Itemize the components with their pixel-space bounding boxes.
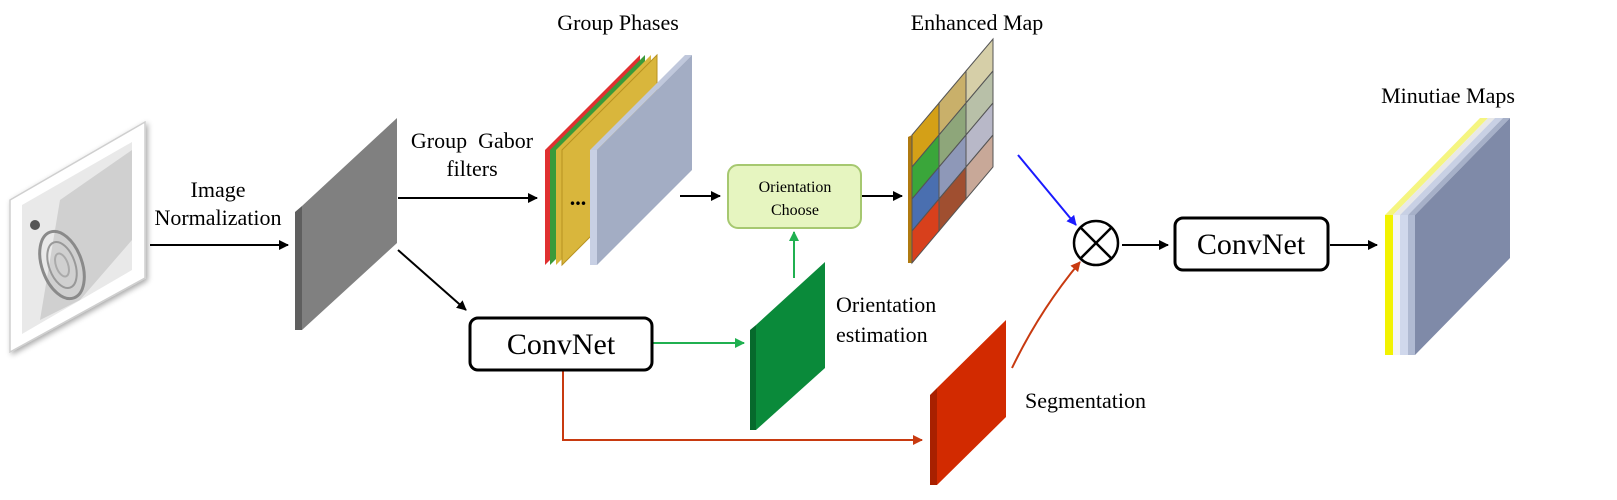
enhanced-map-edge: [908, 135, 912, 263]
orientation-estimation-block: [750, 262, 825, 430]
arrow-normalized-to-convnet: [397, 249, 467, 311]
arrow-enhanced-to-multiply: [1017, 154, 1077, 226]
segmentation-block: [930, 320, 1006, 485]
phases-ellipsis: ...: [570, 185, 587, 210]
orientation-choose-label-line1: Orientation: [759, 179, 832, 196]
arrow-segmentation-to-multiply: [1011, 261, 1081, 369]
convnet-lower-box: [468, 316, 654, 372]
group-gabor-label-line1: Group Gabor: [411, 128, 534, 153]
orientation-estimation-label-line2: estimation: [836, 322, 928, 347]
enhanced-map-grid: [908, 37, 994, 265]
orientation-choose-label-line2: Choose: [771, 202, 819, 219]
orientation-choose-box: [727, 164, 862, 229]
minutiae-maps-stack: [1385, 118, 1510, 355]
multiply-operator-icon: [1072, 219, 1120, 267]
minutiae-maps-label: Minutiae Maps: [1381, 83, 1515, 108]
image-normalization-label-line1: Image: [191, 177, 246, 202]
enhanced-map-label: Enhanced Map: [911, 10, 1044, 35]
orientation-estimation-label-line1: Orientation: [836, 292, 936, 317]
image-normalization-label-line2: Normalization: [154, 205, 281, 230]
input-fingerprint-image: [9, 120, 146, 354]
convnet-lower-label: ConvNet: [507, 328, 616, 361]
group-phases-stack: [545, 53, 692, 267]
convnet-right-label: ConvNet: [1197, 228, 1306, 261]
normalized-image-block: [295, 118, 397, 330]
arrow-convnet-to-segmentation: [562, 370, 923, 445]
segmentation-label: Segmentation: [1025, 388, 1146, 413]
group-gabor-label-line2: filters: [446, 156, 497, 181]
group-phases-label: Group Phases: [557, 10, 679, 35]
enhanced-map-cell: [965, 133, 994, 201]
convnet-right-box: [1173, 216, 1330, 272]
